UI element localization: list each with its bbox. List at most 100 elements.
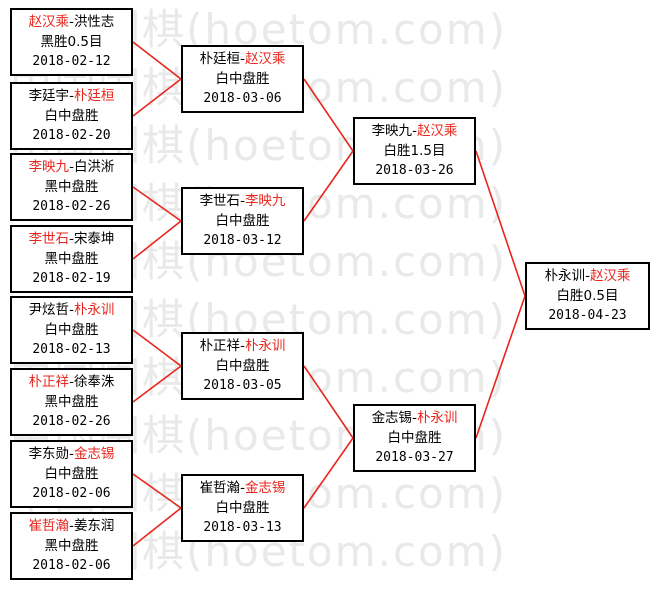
match-box: 李世石-宋泰坤黑中盘胜 2018-02-19 (10, 225, 133, 293)
player-separator: - (69, 159, 74, 175)
connector-line (132, 220, 182, 260)
player-white: 朴廷桓 (73, 88, 115, 104)
connector-line (132, 473, 182, 509)
connector-line (475, 150, 526, 297)
player-black: 金志锡 (371, 410, 413, 426)
match-box: 朴正祥-朴永训白中盘胜 2018-03-05 (181, 332, 304, 400)
match-date: 2018-03-27 (375, 450, 454, 465)
match-date: 2018-03-12 (203, 233, 282, 248)
player-separator: - (69, 518, 74, 534)
player-separator: - (69, 302, 74, 318)
match-players: 李映九-白洪淅 (29, 157, 115, 177)
player-black: 崔哲瀚 (28, 518, 70, 534)
match-result: 白中盘胜 (44, 322, 99, 338)
player-separator: - (240, 193, 245, 209)
player-black: 朴廷桓 (199, 51, 241, 67)
match-players: 李世石-宋泰坤 (29, 229, 115, 249)
connector-line (303, 437, 354, 509)
player-black: 李世石 (28, 231, 70, 247)
player-white: 洪性志 (73, 14, 115, 30)
player-white: 赵汉乘 (244, 51, 286, 67)
match-players: 李廷宇-朴廷桓 (29, 86, 115, 106)
player-separator: - (412, 410, 417, 426)
match-result: 白中盘胜 (215, 71, 270, 87)
player-black: 李世石 (199, 193, 241, 209)
player-black: 朴永训 (544, 268, 586, 284)
player-white: 白洪淅 (73, 159, 115, 175)
match-result: 黑中盘胜 (44, 251, 99, 267)
player-black: 尹炫哲 (28, 302, 70, 318)
player-separator: - (585, 268, 590, 284)
player-separator: - (412, 123, 417, 139)
connector-line (132, 365, 182, 403)
match-players: 朴廷桓-赵汉乘 (200, 49, 286, 69)
player-white: 朴永训 (244, 338, 286, 354)
match-result: 白中盘胜 (387, 430, 442, 446)
player-white: 朴永训 (73, 302, 115, 318)
player-separator: - (69, 14, 74, 30)
player-separator: - (69, 88, 74, 104)
player-black: 李廷宇 (28, 88, 70, 104)
player-white: 金志锡 (244, 480, 286, 496)
player-white: 赵汉乘 (589, 268, 631, 284)
match-players: 李映九-赵汉乘 (372, 121, 458, 141)
match-date: 2018-03-05 (203, 378, 282, 393)
player-black: 崔哲瀚 (199, 480, 241, 496)
connector-line (132, 329, 182, 367)
player-black: 李映九 (28, 159, 70, 175)
match-box: 赵汉乘-洪性志黑胜0.5目 2018-02-12 (10, 8, 133, 76)
player-black: 朴正祥 (199, 338, 241, 354)
match-players: 崔哲瀚-姜东润 (29, 516, 115, 536)
match-box: 李东勋-金志锡白中盘胜 2018-02-06 (10, 440, 133, 508)
match-date: 2018-02-12 (32, 54, 111, 69)
match-players: 李东勋-金志锡 (29, 444, 115, 464)
match-result: 黑胜0.5目 (40, 34, 103, 50)
match-date: 2018-02-20 (32, 128, 111, 143)
match-date: 2018-03-06 (203, 91, 282, 106)
match-players: 金志锡-朴永训 (372, 408, 458, 428)
match-box: 朴廷桓-赵汉乘白中盘胜 2018-03-06 (181, 45, 304, 113)
match-box: 李映九-赵汉乘白胜1.5目 2018-03-26 (353, 117, 476, 185)
match-date: 2018-04-23 (548, 308, 627, 323)
match-box: 尹炫哲-朴永训白中盘胜 2018-02-13 (10, 296, 133, 364)
match-date: 2018-02-26 (32, 414, 111, 429)
connector-line (303, 365, 354, 439)
player-white: 徐奉洙 (73, 374, 115, 390)
match-result: 黑中盘胜 (44, 394, 99, 410)
player-white: 朴永训 (416, 410, 458, 426)
match-result: 白中盘胜 (44, 466, 99, 482)
match-players: 李世石-李映九 (200, 191, 286, 211)
match-result: 白中盘胜 (215, 358, 270, 374)
match-date: 2018-02-13 (32, 342, 111, 357)
match-players: 朴正祥-朴永训 (200, 336, 286, 356)
player-separator: - (69, 374, 74, 390)
player-separator: - (69, 231, 74, 247)
player-white: 宋泰坤 (73, 231, 115, 247)
match-date: 2018-02-26 (32, 199, 111, 214)
match-date: 2018-02-06 (32, 486, 111, 501)
match-date: 2018-03-26 (375, 163, 454, 178)
match-date: 2018-02-19 (32, 271, 111, 286)
match-players: 朴正祥-徐奉洙 (29, 372, 115, 392)
player-white: 赵汉乘 (416, 123, 458, 139)
match-players: 崔哲瀚-金志锡 (200, 478, 286, 498)
player-black: 赵汉乘 (28, 14, 70, 30)
connector-line (132, 41, 182, 80)
match-players: 朴永训-赵汉乘 (545, 266, 631, 286)
player-separator: - (240, 480, 245, 496)
player-separator: - (240, 51, 245, 67)
connector-line (132, 78, 182, 117)
match-box: 金志锡-朴永训白中盘胜 2018-03-27 (353, 404, 476, 472)
connector-line (303, 150, 354, 222)
match-box: 朴正祥-徐奉洙黑中盘胜 2018-02-26 (10, 368, 133, 436)
match-result: 白胜1.5目 (383, 143, 446, 159)
player-separator: - (69, 446, 74, 462)
player-white: 李映九 (244, 193, 286, 209)
